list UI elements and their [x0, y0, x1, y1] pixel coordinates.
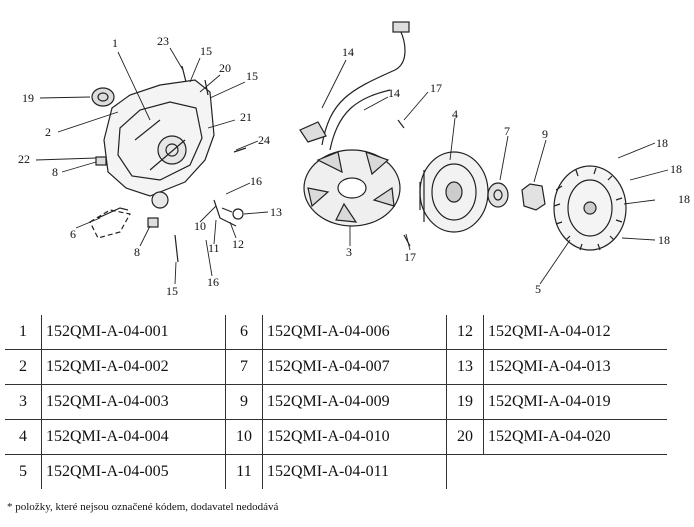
- part-code: 152QMI-A-04-002: [41, 349, 226, 385]
- part-code: 152QMI-A-04-001: [41, 315, 226, 350]
- callout-18: 18: [656, 136, 668, 150]
- exploded-parts-diagram: 1 23 15 20 15 19 21 2 24 22 8 16 13 10 1…: [18, 21, 690, 298]
- washer-drawing: [487, 182, 509, 208]
- part-number: 4: [5, 419, 42, 455]
- callout-10: 10: [194, 219, 206, 233]
- part-number: 6: [225, 315, 263, 350]
- callout-18: 18: [670, 162, 682, 176]
- part-number: 9: [225, 384, 263, 420]
- table-row: 3 152QMI-A-04-003 9 152QMI-A-04-009 19 1…: [5, 384, 667, 420]
- callout-12: 12: [232, 237, 244, 251]
- part-code: 152QMI-A-04-006: [262, 315, 447, 350]
- part-code: 152QMI-A-04-009: [262, 384, 447, 420]
- nut-drawing: [521, 183, 546, 211]
- callout-8: 8: [134, 245, 140, 259]
- part-code: 152QMI-A-04-019: [483, 384, 667, 420]
- part-number: [446, 454, 484, 489]
- seal-ring-drawing: [91, 87, 115, 107]
- callout-15: 15: [200, 44, 212, 58]
- part-code: 152QMI-A-04-020: [483, 419, 667, 455]
- part-number: 13: [446, 349, 484, 385]
- part-number: 11: [225, 454, 263, 489]
- callout-22: 22: [18, 152, 30, 166]
- part-code: [484, 455, 668, 490]
- callout-9: 9: [542, 127, 548, 141]
- callout-14: 14: [342, 45, 354, 59]
- part-number: 19: [446, 384, 484, 420]
- callout-18: 18: [678, 192, 690, 206]
- table-row: 1 152QMI-A-04-001 6 152QMI-A-04-006 12 1…: [5, 315, 667, 350]
- callout-16: 16: [207, 275, 219, 289]
- part-number: 5: [19, 463, 27, 480]
- cooling-fan-drawing: [553, 165, 627, 251]
- stator-drawing: [299, 21, 411, 247]
- callout-15: 15: [166, 284, 178, 298]
- part-code: 152QMI-A-04-010: [262, 419, 447, 455]
- leader-lines: [35, 47, 669, 285]
- part-number: 10: [225, 419, 263, 455]
- callout-6: 6: [70, 227, 76, 241]
- callout-21: 21: [240, 110, 252, 124]
- callout-16: 16: [250, 174, 262, 188]
- part-code: 152QMI-A-04-011: [262, 454, 447, 489]
- callout-20: 20: [219, 61, 231, 75]
- part-code: 152QMI-A-04-012: [483, 315, 667, 350]
- callout-8: 8: [52, 165, 58, 179]
- callout-2: 2: [45, 125, 51, 139]
- callout-11: 11: [208, 241, 220, 255]
- part-number: 7: [225, 349, 263, 385]
- part-number: 2: [5, 349, 42, 385]
- footnote: * položky, které nejsou označené kódem, …: [7, 501, 279, 513]
- wiring-harness-drawing: [321, 29, 406, 151]
- callout-labels: 1 23 15 20 15 19 21 2 24 22 8 16 13 10 1…: [18, 34, 690, 298]
- part-number: 1: [5, 315, 42, 350]
- callout-19: 19: [22, 91, 34, 105]
- part-code: 152QMI-A-04-007: [262, 349, 447, 385]
- part-code: 152QMI-A-04-003: [41, 384, 226, 420]
- callout-1: 1: [112, 36, 118, 50]
- parts-table: 1 152QMI-A-04-001 6 152QMI-A-04-006 12 1…: [5, 315, 667, 489]
- part-number: 3: [5, 384, 42, 420]
- table-row: 4 152QMI-A-04-004 10 152QMI-A-04-010 20 …: [5, 419, 667, 455]
- part-code: 152QMI-A-04-004: [41, 419, 226, 455]
- callout-14: 14: [388, 86, 400, 100]
- table-row: 2 152QMI-A-04-002 7 152QMI-A-04-007 13 1…: [5, 349, 667, 385]
- callout-4: 4: [452, 107, 458, 121]
- callout-3: 3: [346, 245, 352, 259]
- callout-24: 24: [258, 133, 270, 147]
- side-cover-drawing: [89, 65, 247, 263]
- callout-13: 13: [270, 205, 282, 219]
- callout-18: 18: [658, 233, 670, 247]
- part-code: 152QMI-A-04-013: [483, 349, 667, 385]
- flywheel-drawing: [419, 151, 489, 233]
- part-number: 20: [446, 419, 484, 455]
- part-code: 152QMI-A-04-005: [41, 454, 226, 489]
- part-number: 12: [446, 315, 484, 350]
- sensor-bracket-drawing: [89, 209, 131, 239]
- callout-23: 23: [157, 34, 169, 48]
- callout-17: 17: [430, 81, 442, 95]
- callout-5: 5: [535, 282, 541, 296]
- callout-17: 17: [404, 250, 416, 264]
- table-row: 5 152QMI-A-04-005 11 152QMI-A-04-011: [5, 454, 668, 490]
- callout-15: 15: [246, 69, 258, 83]
- callout-7: 7: [504, 124, 510, 138]
